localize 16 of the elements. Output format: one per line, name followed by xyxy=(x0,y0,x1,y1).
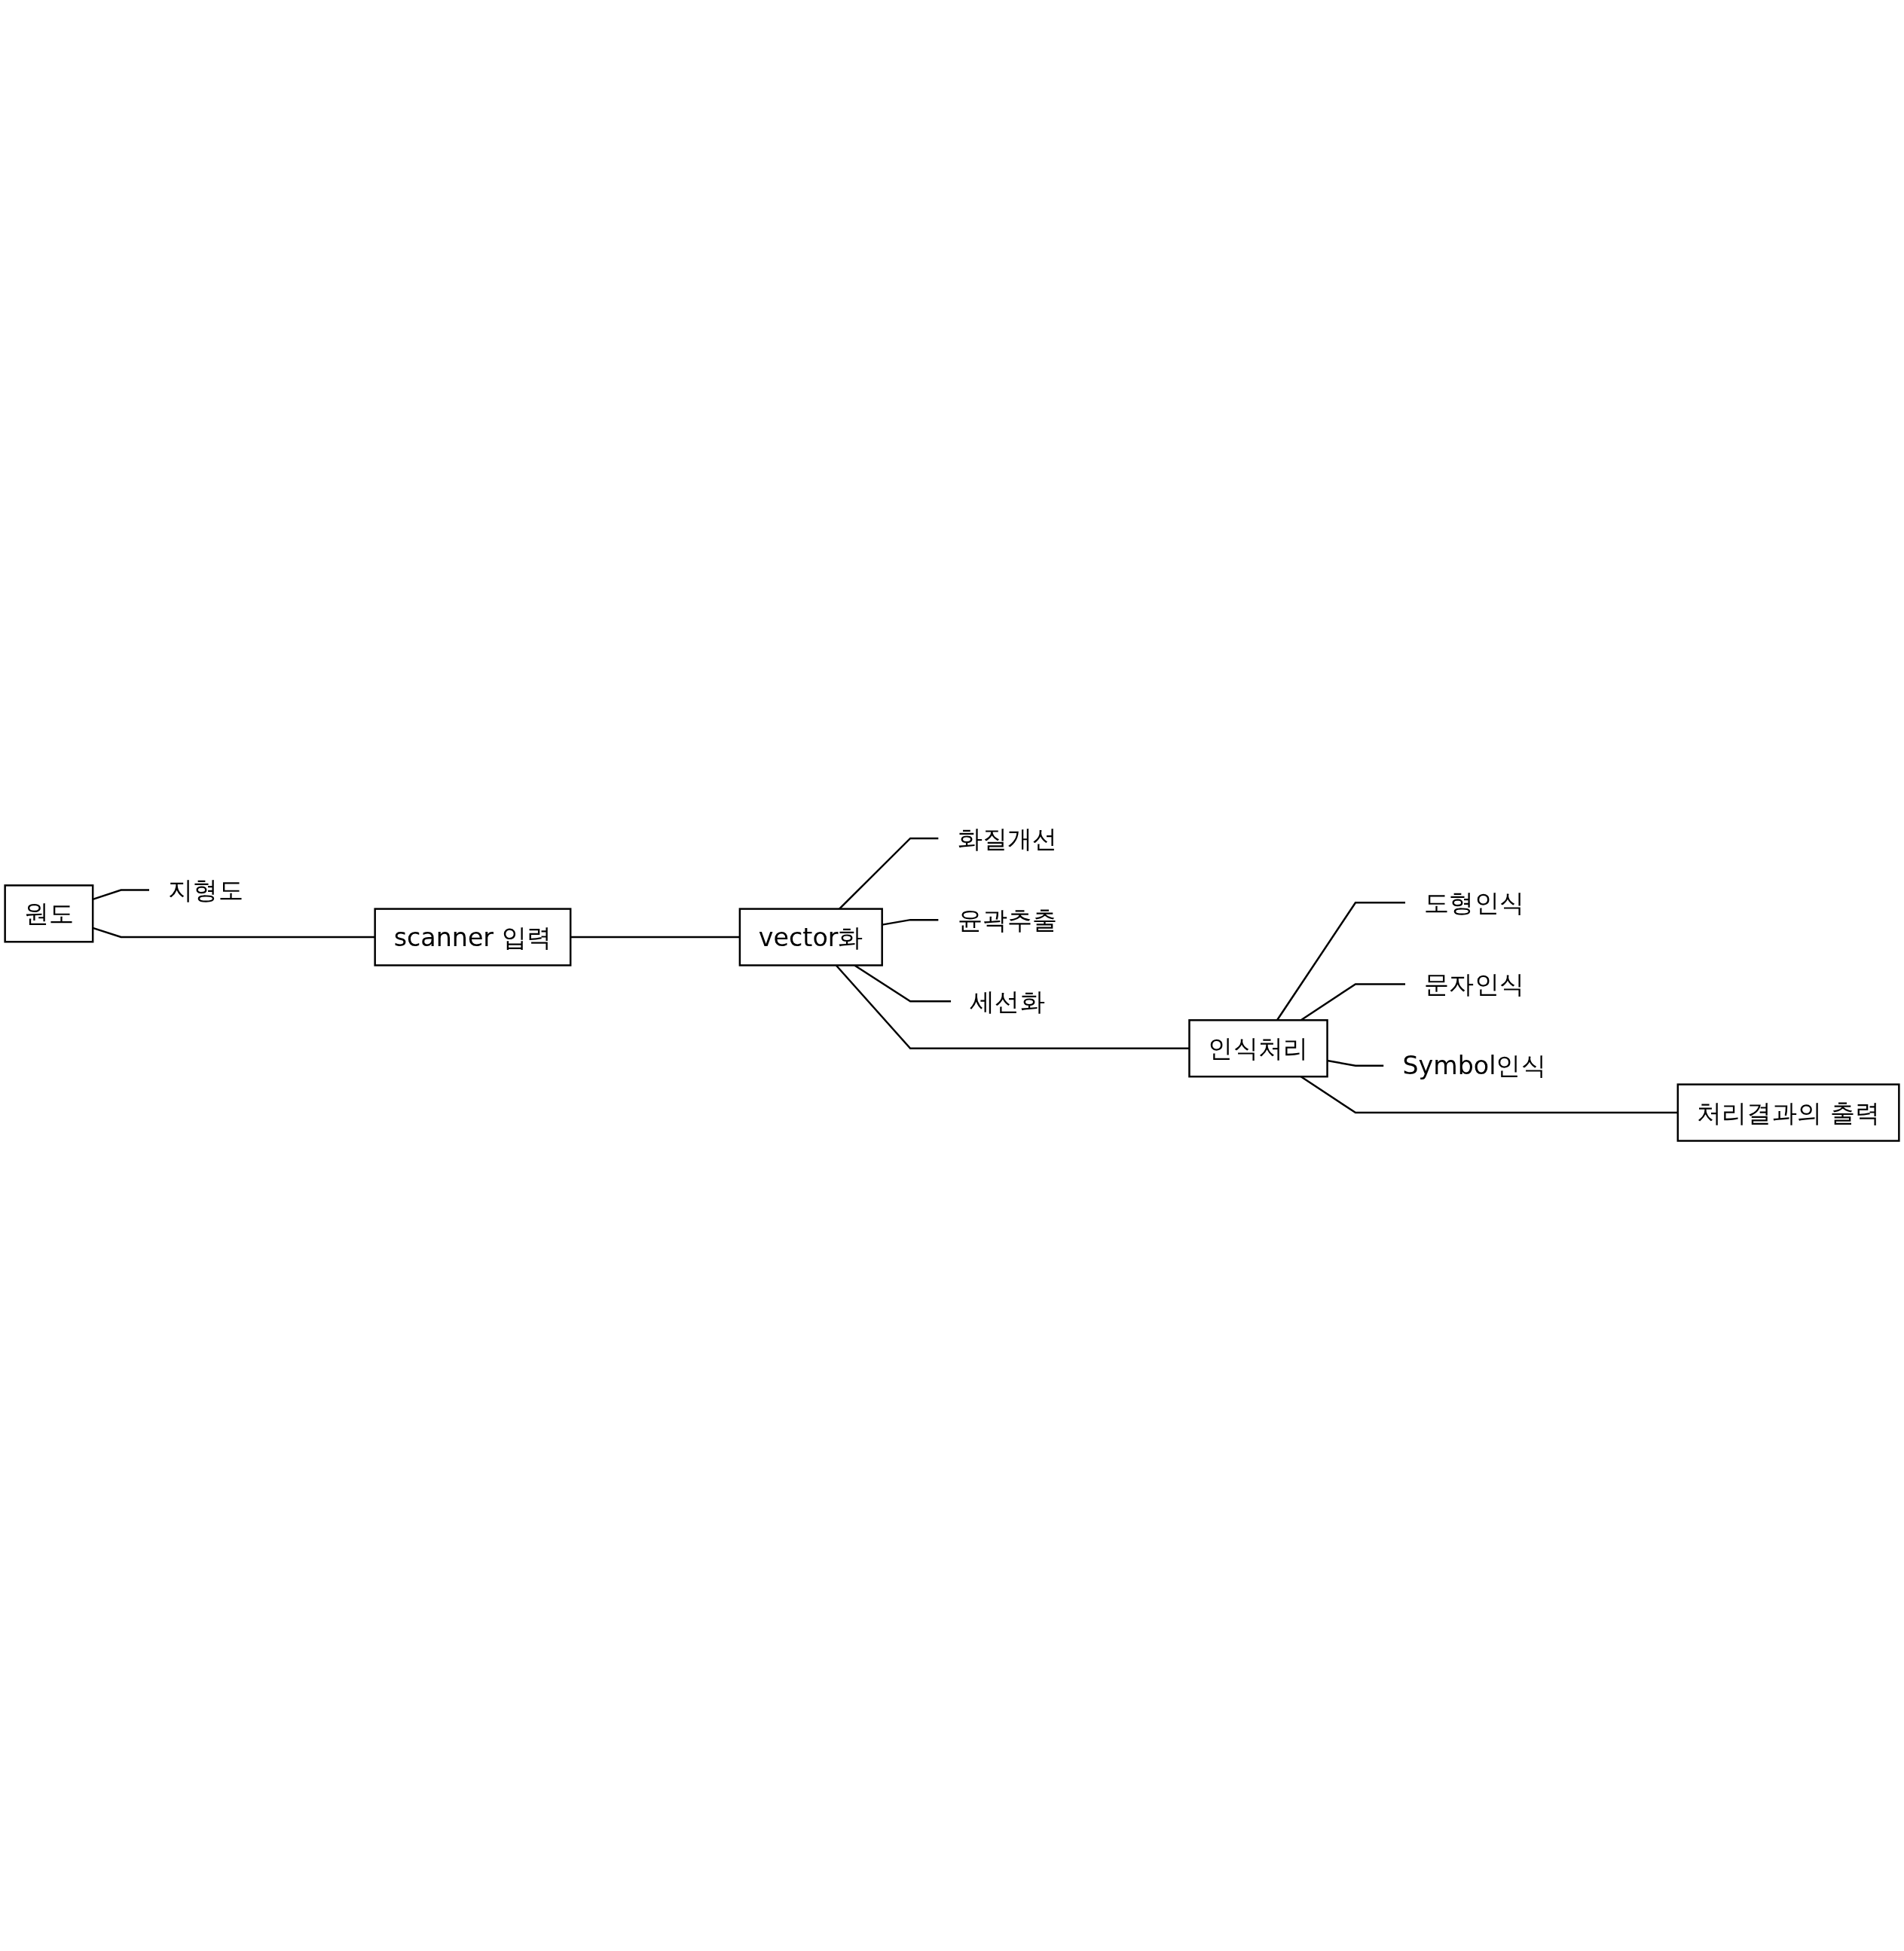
node-text: 도형인식 xyxy=(1424,888,1525,917)
node-box: 인식처리 xyxy=(1188,1019,1328,1078)
node-text: 문자인식 xyxy=(1424,969,1525,999)
connector xyxy=(1276,902,1406,1021)
node-text: 세선화 xyxy=(970,987,1046,1016)
node-box: vector화 xyxy=(738,908,883,966)
node-text: Symbol인식 xyxy=(1402,1051,1547,1080)
node-box: 처리결과의 출력 xyxy=(1676,1083,1900,1142)
node-text: 화질개선 xyxy=(957,823,1058,853)
node-box: 원도 xyxy=(4,884,94,943)
node-text: 윤곽추출 xyxy=(957,905,1058,935)
connector xyxy=(882,918,939,926)
connector xyxy=(570,936,740,939)
node-text: 지형도 xyxy=(168,875,243,905)
connector xyxy=(1327,1059,1384,1067)
node-box: scanner 입력 xyxy=(374,908,572,966)
